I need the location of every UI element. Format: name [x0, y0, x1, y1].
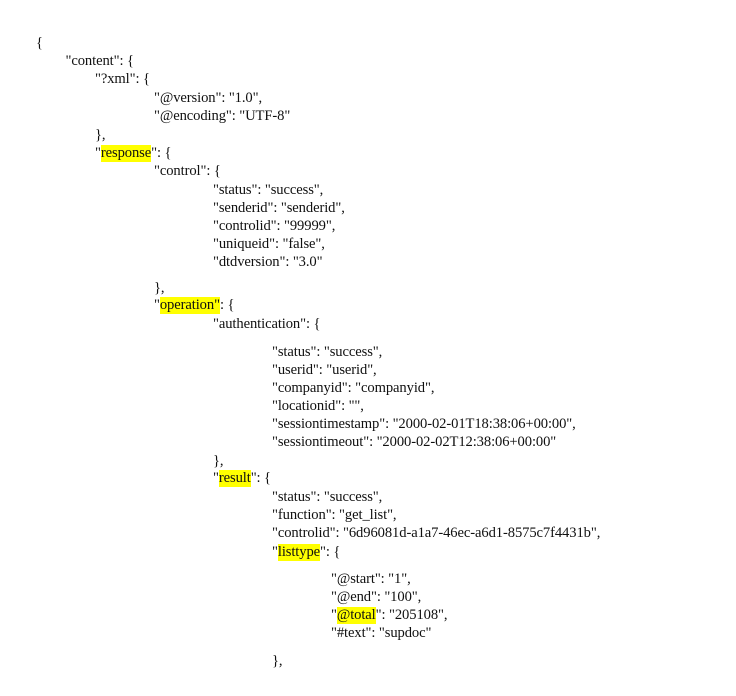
- code-line: "controlid": "99999",: [213, 218, 336, 234]
- highlighted-key: response: [100, 145, 152, 162]
- code-text: ": {: [250, 470, 271, 486]
- code-line: "@total": "205108",: [331, 607, 448, 624]
- code-line: "locationid": "",: [272, 398, 364, 414]
- code-line: "control": {: [154, 163, 221, 179]
- highlighted-key: @total: [336, 607, 376, 624]
- code-line: "response": {: [95, 145, 172, 162]
- code-line: "senderid": "senderid",: [213, 200, 345, 216]
- code-line: "userid": "userid",: [272, 362, 377, 378]
- code-line: "operation": {: [154, 297, 235, 314]
- code-text: ": [95, 145, 101, 161]
- code-line: "status": "success",: [213, 182, 324, 198]
- code-line: "uniqueid": "false",: [213, 236, 325, 252]
- highlighted-key: result: [218, 470, 251, 487]
- code-line: "status": "success",: [272, 344, 383, 360]
- code-line: },: [95, 127, 106, 143]
- code-line: "@encoding": "UTF-8": [154, 108, 291, 124]
- code-line: "function": "get_list",: [272, 507, 397, 523]
- code-line: {: [36, 35, 43, 51]
- code-text: ": [154, 297, 160, 313]
- code-line: "@end": "100",: [331, 589, 422, 605]
- highlighted-key: operation": [159, 297, 220, 314]
- code-line: "companyid": "companyid",: [272, 380, 435, 396]
- code-text: ": [331, 607, 337, 623]
- code-line: },: [272, 653, 283, 669]
- code-text: ": [272, 544, 278, 560]
- code-line: "?xml": {: [95, 71, 150, 87]
- code-text: ": [213, 470, 219, 486]
- code-text: ": {: [151, 145, 172, 161]
- code-line: "#text": "supdoc": [331, 625, 432, 641]
- code-line: "sessiontimeout": "2000-02-02T12:38:06+0…: [272, 434, 557, 450]
- code-line: "status": "success",: [272, 489, 383, 505]
- code-line: "authentication": {: [213, 316, 321, 332]
- code-line: "result": {: [213, 470, 271, 487]
- code-text: : {: [219, 297, 235, 313]
- code-line: },: [154, 280, 165, 296]
- code-line: "controlid": "6d96081d-a1a7-46ec-a6d1-85…: [272, 525, 601, 541]
- code-line: "@version": "1.0",: [154, 90, 263, 106]
- code-line: "listtype": {: [272, 544, 341, 561]
- code-line: "content": {: [65, 53, 134, 69]
- code-text: ": "205108",: [375, 607, 448, 623]
- code-line: "sessiontimestamp": "2000-02-01T18:38:06…: [272, 416, 576, 432]
- code-line: },: [213, 453, 224, 469]
- code-line: "@start": "1",: [331, 571, 411, 587]
- code-text: ": {: [320, 544, 341, 560]
- highlighted-key: listtype: [277, 544, 321, 561]
- code-line: "dtdversion": "3.0": [213, 254, 323, 270]
